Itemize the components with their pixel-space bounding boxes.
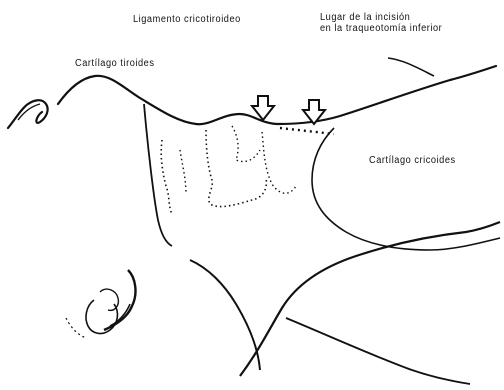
chin-outline: [8, 100, 48, 128]
label-thyroid-cartilage: Cartílago tiroides: [75, 58, 154, 69]
label-cricothyroid-ligament: Ligamento cricotiroideo: [133, 14, 241, 25]
trachea-ring-outline-2: [262, 132, 296, 193]
lower-right-contour: [286, 318, 470, 384]
tracheal-rings-dots: [280, 128, 334, 134]
incision-arrow-cricothyroid: [252, 96, 274, 120]
trachea-ring-outline: [232, 126, 260, 162]
thyroid-cartilage-inner: [180, 150, 186, 194]
upper-contour: [388, 58, 434, 76]
label-cricoid-cartilage: Cartílago cricoides: [369, 155, 456, 166]
ear-dots: [66, 318, 86, 338]
ear-curve: [104, 270, 135, 330]
lower-contour: [190, 260, 260, 370]
posterior-contour: [144, 104, 172, 246]
label-incision-site-line1: Lugar de la incisión: [320, 12, 410, 23]
ear-outer: [86, 300, 117, 333]
label-incision-site-line2: en la traqueotomía inferior: [320, 23, 442, 34]
thyroid-cartilage-outline: [161, 140, 172, 214]
ear-inner: [100, 289, 118, 310]
cricoid-cartilage-outline: [206, 130, 266, 207]
